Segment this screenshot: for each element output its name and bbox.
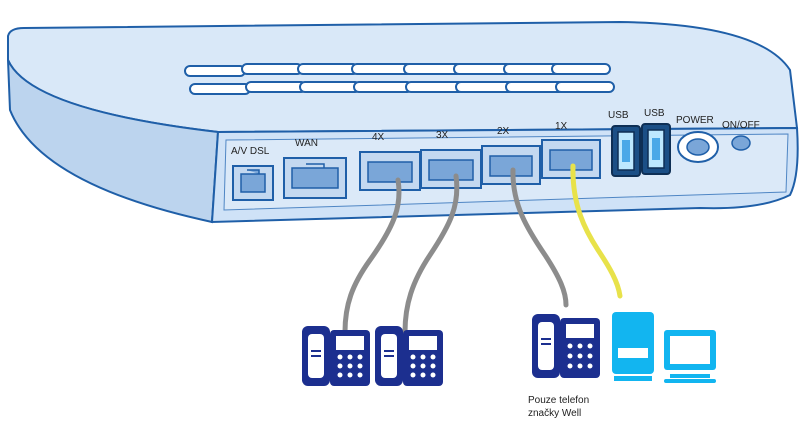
wan-port <box>283 157 347 199</box>
laptop-icon <box>664 330 716 383</box>
phone-icon <box>302 326 370 386</box>
phone-icon <box>375 326 443 386</box>
usb-port-2 <box>641 123 671 175</box>
label-power: POWER <box>676 115 714 126</box>
vent-slot <box>353 81 413 93</box>
cable-3x <box>402 173 460 335</box>
computer-tower-icon <box>612 312 654 381</box>
vent-slot <box>555 81 615 93</box>
well-phone-note-line1: Pouze telefon <box>528 395 590 406</box>
label-port-3x: 3X <box>436 130 449 141</box>
phone-icon <box>532 314 600 378</box>
vent-slot <box>297 63 359 75</box>
label-usb-1: USB <box>608 110 629 121</box>
label-onoff: ON/OFF <box>722 120 760 131</box>
vent-slot <box>245 81 307 93</box>
well-phone-note: Pouze telefon značky Well <box>528 394 589 420</box>
cable-4x <box>342 177 402 335</box>
onoff-button <box>731 135 751 151</box>
vent-slot <box>189 83 251 95</box>
vent-slot <box>299 81 361 93</box>
vent-slots <box>184 63 615 95</box>
router <box>7 20 799 224</box>
lan-port-1x <box>541 139 601 179</box>
power-jack <box>677 131 719 163</box>
label-adsl-port: A/V DSL <box>231 146 270 157</box>
label-port-2x: 2X <box>497 126 510 137</box>
adsl-port <box>232 165 274 201</box>
usb-port-1 <box>611 125 641 177</box>
cables <box>342 163 623 335</box>
label-wan-port: WAN <box>295 138 318 149</box>
vent-slot <box>184 65 246 77</box>
vent-slot <box>241 63 303 75</box>
vent-slot <box>551 63 611 75</box>
label-usb-2: USB <box>644 108 665 119</box>
lan-port-4x <box>359 151 421 191</box>
cable-2x <box>510 167 569 308</box>
cable-1x <box>570 163 623 299</box>
label-port-1x: 1X <box>555 121 568 132</box>
well-phone-note-line2: značky Well <box>528 408 582 419</box>
lan-port-3x <box>420 149 482 189</box>
label-port-4x: 4X <box>372 132 385 143</box>
